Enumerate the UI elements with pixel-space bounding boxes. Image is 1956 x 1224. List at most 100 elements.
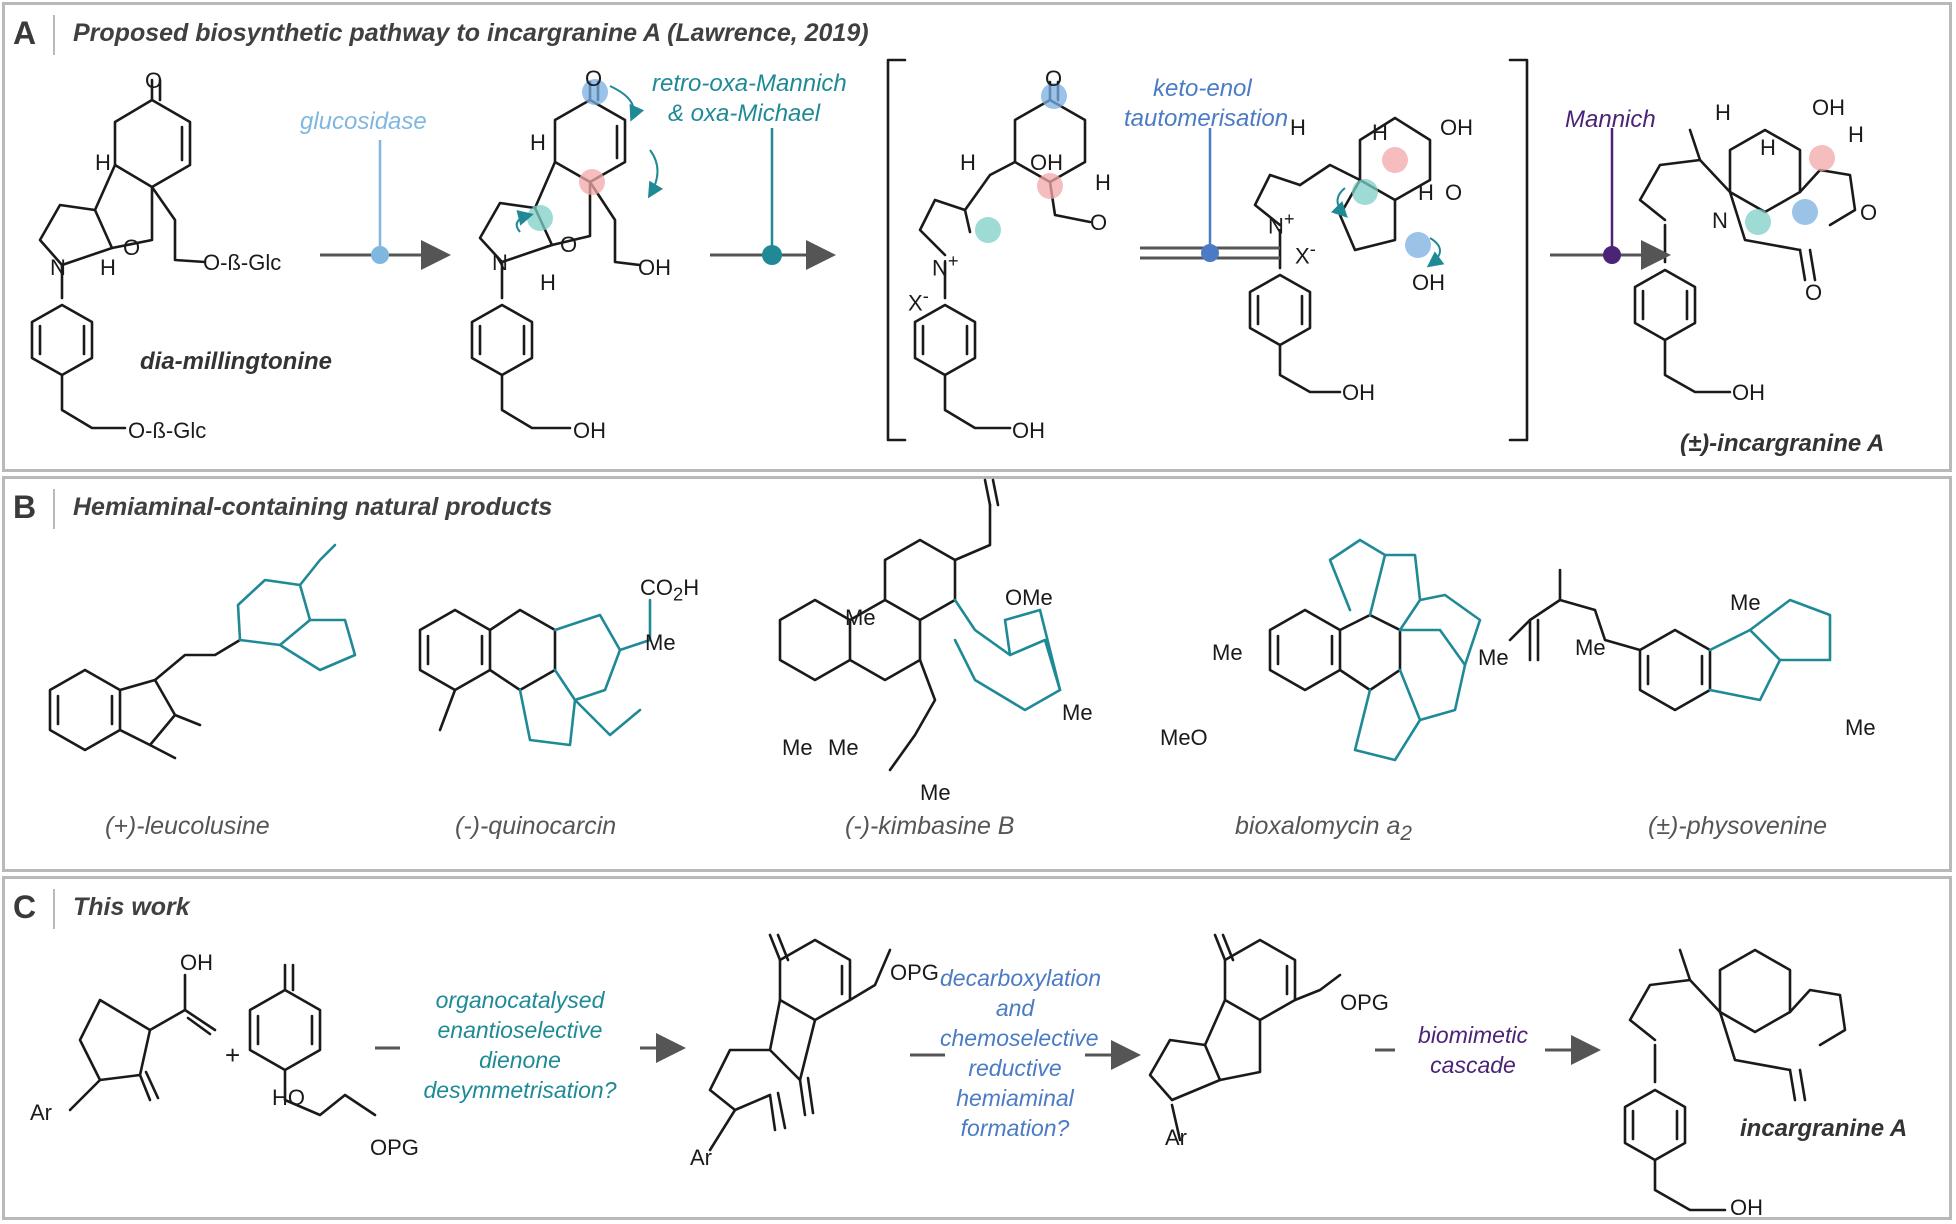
panel-c-title: This work: [73, 893, 190, 921]
atom-opg-2: OPG: [890, 960, 939, 985]
atom-h-6: H: [1095, 170, 1111, 195]
highlight-pink-2: [1037, 173, 1063, 199]
step-c2-line5: hemiaminal: [956, 1085, 1074, 1111]
plus-sign: +: [225, 1040, 241, 1070]
atom-oh-9: OH: [1732, 380, 1765, 405]
atom-o-2: O: [123, 235, 141, 260]
step-c2-line2: and: [995, 995, 1035, 1021]
bracket-right: [1508, 58, 1529, 442]
compound-name-kimbasine: (-)-kimbasine B: [845, 812, 1015, 840]
atom-me-7: Me: [1212, 640, 1243, 665]
arrow-a1-dot: [371, 246, 389, 264]
panel-a-separator: [53, 15, 55, 55]
highlight-pink-4: [1809, 145, 1835, 171]
atom-h-5: H: [960, 150, 976, 175]
atom-oh-8: OH: [1812, 95, 1845, 120]
step-a3-reagent-line2: tautomerisation: [1124, 105, 1289, 132]
step-c1-line2: enantioselective: [437, 1017, 603, 1043]
atom-n-plus-1: N+: [932, 250, 959, 281]
step-c2-line4: reductive: [968, 1055, 1062, 1081]
physovenine-structure: [1508, 568, 1832, 712]
atom-o-7: O: [1445, 180, 1463, 205]
panel-b-label: B: [13, 489, 37, 525]
compound-name-bioxalomycin: bioxalomycin a2: [1235, 812, 1412, 845]
atom-x-minus-2: X-: [1295, 238, 1316, 269]
compound-name-leucolusine: (+)-leucolusine: [105, 812, 270, 840]
step-c2-conditions: decarboxylation and chemoselective reduc…: [940, 963, 1102, 1143]
step-c1-line1: organocatalysed: [435, 987, 605, 1013]
pyrrolidinone-acid-structure: [68, 973, 217, 1112]
step-c3-line1: biomimetic: [1418, 1022, 1528, 1048]
leucolusine-structure: [48, 543, 357, 760]
atom-me-11: Me: [1730, 590, 1761, 615]
atom-o-9: O: [1805, 280, 1823, 305]
reaction-arrows-c: [375, 1033, 1601, 1070]
panel-c-separator: [53, 889, 55, 929]
atom-h-7: H: [1290, 115, 1306, 140]
intermediate-1-structure: [470, 80, 642, 430]
step-a1-reagent: glucosidase: [300, 108, 427, 135]
hemiaminal-structure: [1148, 933, 1342, 1142]
panel-a-label: A: [13, 15, 37, 51]
atom-me-10: Me: [1575, 635, 1606, 660]
panel-b: B Hemiaminal-containing natural products: [2, 476, 1952, 872]
step-a4-reagent: Mannich: [1565, 106, 1656, 133]
step-c2-line6: formation?: [960, 1115, 1070, 1141]
atom-me-4: Me: [828, 735, 859, 760]
atom-o-1: O: [145, 68, 163, 93]
highlight-pink-1: [579, 169, 605, 195]
atom-me-5: Me: [920, 780, 951, 805]
arrow-a2-dot: [762, 245, 782, 265]
atom-oh-6: OH: [1412, 270, 1445, 295]
atom-o-3: O: [585, 66, 603, 91]
atom-h-9: H: [1418, 180, 1434, 205]
atom-me-3: Me: [782, 735, 813, 760]
atom-oh-c1: OH: [180, 950, 213, 975]
atom-o-glc-2: O-ß-Glc: [128, 418, 207, 443]
step-c2-line3: chemoselective: [940, 1025, 1099, 1051]
panel-b-title: Hemiaminal-containing natural products: [73, 493, 553, 521]
atom-me-8: Me: [1478, 645, 1509, 670]
curly-arrows: [515, 85, 1445, 268]
step-a2-reagent-line1: retro-oxa-Mannich: [652, 70, 847, 97]
intermediate-3-structure: [1248, 116, 1432, 394]
atom-h-11: H: [1760, 135, 1776, 160]
incargranine-c-structure: [1623, 948, 1847, 1212]
atom-n-3: N: [1712, 208, 1728, 233]
atom-h-12: H: [1848, 122, 1864, 147]
atom-ome-1: OMe: [1005, 585, 1053, 610]
atom-oh-5: OH: [1440, 115, 1473, 140]
quinol-structure: [248, 963, 377, 1117]
step-a2-reagent-line2: & oxa-Michael: [668, 100, 821, 127]
atom-oh-3: OH: [1030, 150, 1063, 175]
highlight-teal-4: [1745, 209, 1771, 235]
atom-ho-c1: HO: [272, 1085, 305, 1110]
start-compound-name: dia-millingtonine: [140, 348, 332, 375]
incargranine-a-name: (±)-incargranine A: [1680, 430, 1885, 457]
compound-name-physovenine: (±)-physovenine: [1648, 812, 1828, 840]
atom-me-1: Me: [645, 630, 676, 655]
bioxalomycin-structure: [1268, 538, 1482, 762]
atom-h-8: H: [1372, 120, 1388, 145]
atom-o-4: O: [560, 232, 578, 257]
step-c1-line3: dienone: [479, 1047, 561, 1073]
step-c2-line1: decarboxylation: [940, 965, 1102, 991]
quinocarcin-structure: [418, 598, 652, 747]
atom-ar-3: Ar: [1165, 1125, 1187, 1150]
atom-ar-2: Ar: [690, 1145, 712, 1170]
atom-o-6: O: [1090, 210, 1108, 235]
highlight-blue-4: [1792, 199, 1818, 225]
step-c3-line2: cascade: [1430, 1052, 1516, 1078]
highlight-teal-3: [1352, 179, 1378, 205]
atom-n-1: N: [50, 255, 66, 280]
atom-me-12: Me: [1845, 715, 1876, 740]
step-a3-reagent-line1: keto-enol: [1153, 75, 1252, 102]
highlight-pink-3: [1382, 147, 1408, 173]
atom-me-2: Me: [845, 605, 876, 630]
atom-o-5: O: [1045, 66, 1063, 91]
step-c3-conditions: biomimetic cascade: [1398, 1020, 1548, 1080]
dia-millingtonine-structure: [30, 78, 207, 430]
atom-h-10: H: [1715, 100, 1731, 125]
atom-h-3: H: [530, 130, 546, 155]
highlight-blue-2: [1041, 83, 1067, 109]
